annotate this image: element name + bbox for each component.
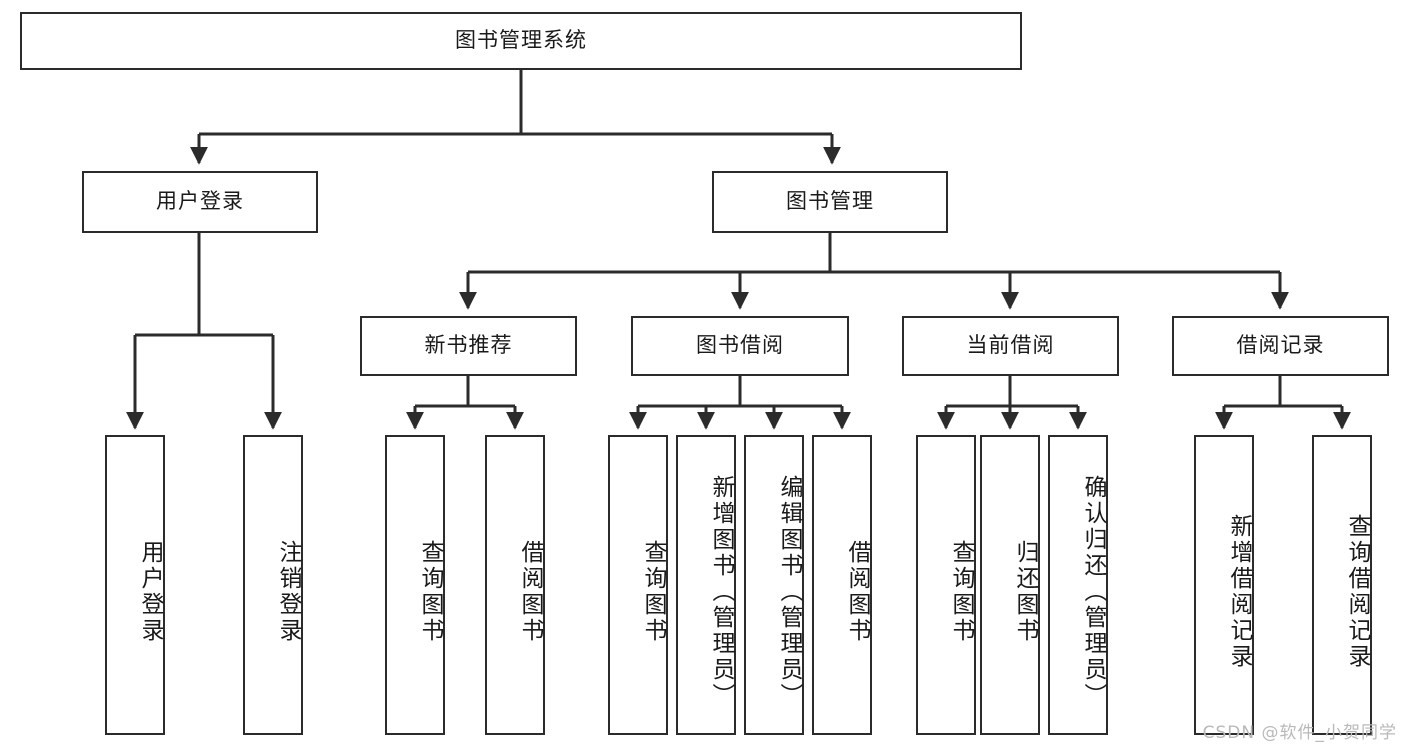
node-root-system[interactable]: 图书管理系统 (20, 12, 1022, 70)
node-current-borrow[interactable]: 当前借阅 (902, 316, 1119, 376)
node-borrow-record[interactable]: 借阅记录 (1172, 316, 1389, 376)
csdn-watermark: CSDN @软件_小贺同学 (1202, 723, 1397, 743)
leaf-current-borrow-query[interactable]: 查询图书 (916, 435, 976, 735)
leaf-borrow-record-query[interactable]: 查询借阅记录 (1312, 435, 1372, 735)
leaf-book-borrow-borrow[interactable]: 借阅图书 (812, 435, 872, 735)
node-user-login[interactable]: 用户登录 (82, 171, 318, 233)
node-book-management[interactable]: 图书管理 (712, 171, 948, 233)
leaf-user-login-logout[interactable]: 注销登录 (243, 435, 303, 735)
node-new-book-recommend[interactable]: 新书推荐 (360, 316, 577, 376)
leaf-new-book-query[interactable]: 查询图书 (385, 435, 445, 735)
node-book-borrow[interactable]: 图书借阅 (631, 316, 849, 376)
leaf-book-borrow-query[interactable]: 查询图书 (608, 435, 668, 735)
leaf-current-borrow-return[interactable]: 归还图书 (980, 435, 1040, 735)
leaf-book-borrow-edit-admin[interactable]: 编辑图书（管理员） (744, 435, 804, 735)
leaf-current-borrow-confirm-admin[interactable]: 确认归还（管理员） (1048, 435, 1108, 735)
leaf-user-login-login[interactable]: 用户登录 (105, 435, 165, 735)
leaf-book-borrow-add-admin[interactable]: 新增图书（管理员） (676, 435, 736, 735)
leaf-borrow-record-add[interactable]: 新增借阅记录 (1194, 435, 1254, 735)
leaf-new-book-borrow[interactable]: 借阅图书 (485, 435, 545, 735)
